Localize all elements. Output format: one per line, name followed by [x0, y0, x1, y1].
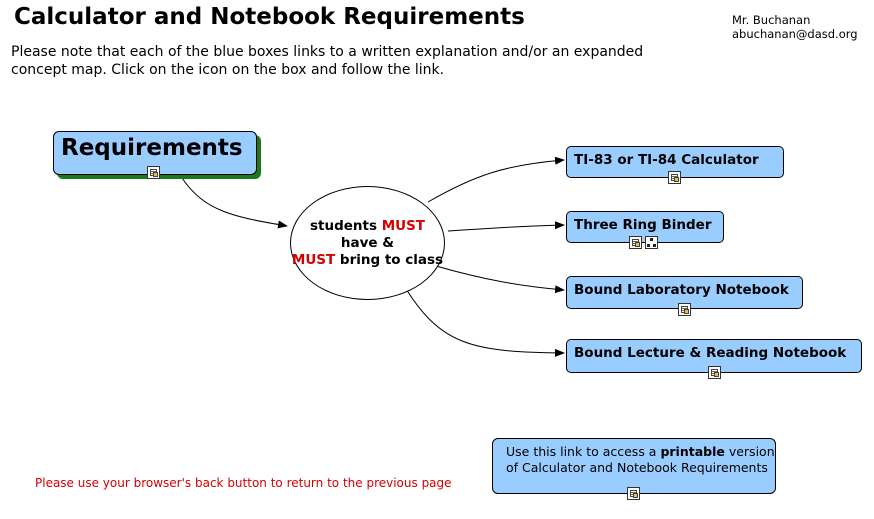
connector-center-binder	[447, 221, 565, 232]
author-info: Mr. Buchanan abuchanan@dasd.org	[732, 13, 858, 41]
connector-center-lecture-notebook	[402, 283, 565, 357]
center-text: students MUST have & MUST bring to class	[292, 218, 443, 269]
concept-map-icon[interactable]	[645, 236, 658, 249]
requirements-root-label: Requirements	[61, 135, 243, 161]
node-calculator-label: TI-83 or TI-84 Calculator	[574, 152, 759, 168]
author-email[interactable]: abuchanan@dasd.org	[732, 27, 858, 41]
connector-center-calculator	[427, 156, 565, 203]
printable-emphasis: printable	[660, 444, 725, 459]
node-lab-notebook-label: Bound Laboratory Notebook	[574, 282, 789, 298]
document-icon[interactable]	[678, 303, 691, 316]
center-text-part: bring to class	[335, 251, 444, 268]
center-ellipse-node: students MUST have & MUST bring to class	[290, 186, 445, 300]
node-lecture-notebook: Bound Lecture & Reading Notebook	[566, 339, 862, 379]
document-icon[interactable]	[627, 487, 640, 500]
node-binder-label: Three Ring Binder	[574, 217, 712, 233]
document-icon[interactable]	[668, 171, 681, 184]
page-title: Calculator and Notebook Requirements	[14, 4, 525, 30]
node-calculator: TI-83 or TI-84 Calculator	[566, 146, 784, 184]
node-lecture-notebook-label: Bound Lecture & Reading Notebook	[574, 345, 847, 361]
printable-text: Use this link to access a	[506, 444, 661, 459]
center-text-part: students	[309, 217, 382, 234]
intro-note: Please note that each of the blue boxes …	[11, 44, 644, 78]
node-three-ring-binder: Three Ring Binder	[566, 211, 724, 249]
node-lab-notebook: Bound Laboratory Notebook	[566, 276, 803, 316]
author-name: Mr. Buchanan	[732, 13, 811, 27]
connector-center-lab-notebook	[435, 265, 565, 294]
must-emphasis: MUST	[291, 251, 336, 268]
must-emphasis: MUST	[381, 217, 426, 234]
back-button-note: Please use your browser's back button to…	[35, 476, 452, 490]
printable-text: version of Calculator and Notebook Requi…	[506, 444, 775, 475]
requirements-root-node: Requirements	[53, 131, 257, 179]
document-icon[interactable]	[629, 236, 642, 249]
document-icon[interactable]	[708, 366, 721, 379]
document-icon[interactable]	[147, 166, 160, 179]
printable-link-box: Use this link to access a printable vers…	[492, 438, 776, 500]
connector-root-center	[181, 177, 288, 229]
center-text-part: have &	[340, 234, 395, 251]
